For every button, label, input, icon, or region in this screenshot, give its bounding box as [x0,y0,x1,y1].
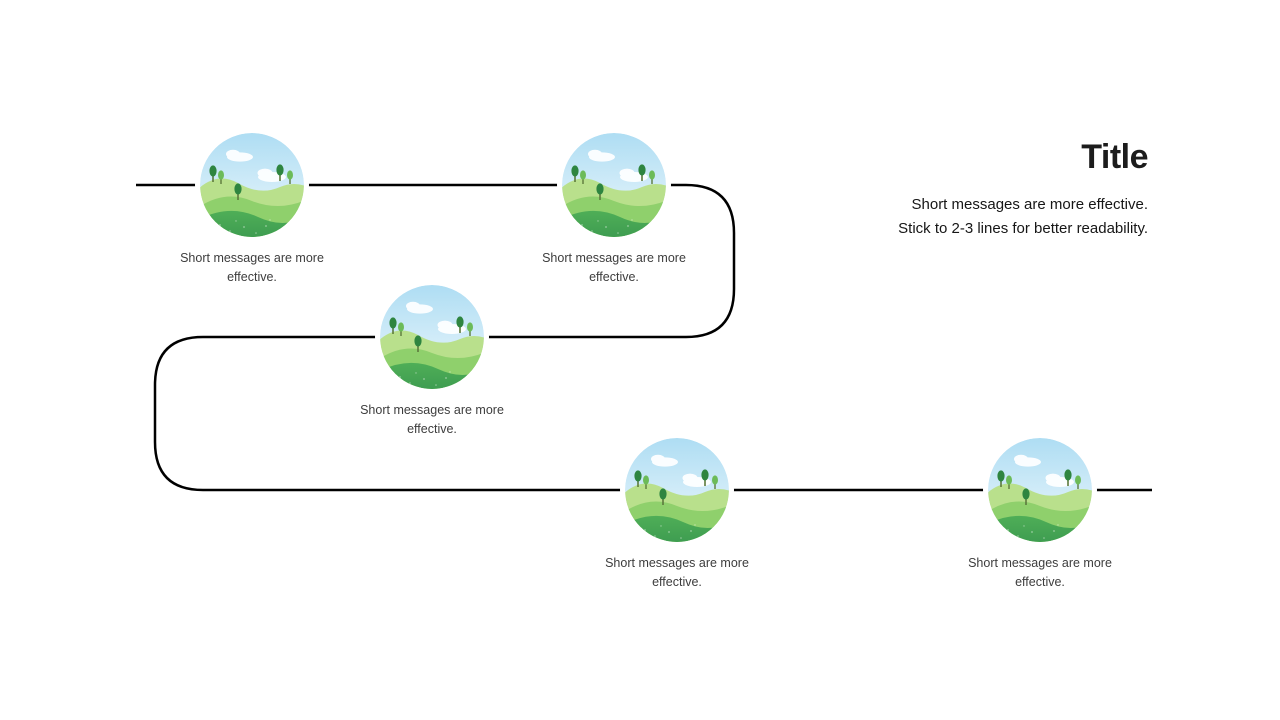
landscape-hills-icon [200,133,304,237]
milestone-2-caption: Short messages are more effective. [542,251,686,284]
title-block: Title Short messages are more effective.… [728,138,1148,240]
milestone-3-caption: Short messages are more effective. [360,403,504,436]
milestone-4: Short messages are more effective. [605,438,749,589]
milestone-2: Short messages are more effective. [542,133,686,284]
milestone-1-circle [200,133,304,237]
landscape-hills-icon [562,133,666,237]
slide-subtitle: Short messages are more effective. Stick… [728,193,1148,240]
landscape-hills-icon [988,438,1092,542]
milestone-1: Short messages are more effective. [180,133,324,284]
slide-title: Title [1081,138,1148,176]
subtitle-line-2: Stick to 2-3 lines for better readabilit… [898,219,1148,237]
milestone-1-caption: Short messages are more effective. [180,251,324,284]
milestone-5: Short messages are more effective. [968,438,1112,589]
milestone-5-circle [988,438,1092,542]
milestone-3: Short messages are more effective. [360,285,504,436]
milestone-3-circle [380,285,484,389]
milestone-2-circle [562,133,666,237]
landscape-hills-icon [380,285,484,389]
subtitle-line-1: Short messages are more effective. [911,196,1149,213]
milestone-4-caption: Short messages are more effective. [605,556,749,589]
milestone-4-circle [625,438,729,542]
milestone-5-caption: Short messages are more effective. [968,556,1112,589]
landscape-hills-icon [625,438,729,542]
